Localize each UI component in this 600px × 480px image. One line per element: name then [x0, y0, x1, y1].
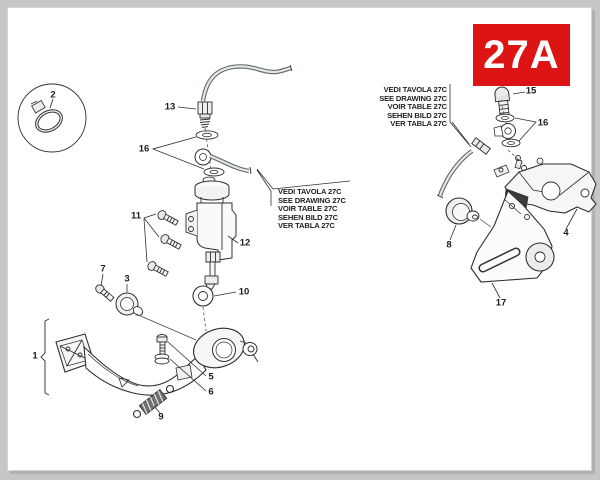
callout-washers-left: 16: [138, 143, 150, 155]
adjuster-bolt-and-nut: [154, 334, 170, 365]
brake-pedal: [40, 318, 259, 396]
note-line: SEE DRAWING 27C: [278, 195, 346, 205]
grommet-leader-line: [135, 313, 197, 341]
callout-mounting-bolts: 11: [130, 210, 142, 222]
leader-lines: [100, 84, 578, 414]
callout-master-cylinder: 12: [239, 237, 251, 249]
callout-caliper: 4: [563, 227, 569, 239]
see-drawing-note-right: VEDI TAVOLA 27C SEE DRAWING 27C VOIR TAB…: [367, 85, 448, 129]
sealing-washers-left: [195, 130, 225, 177]
brake-hose-top: [200, 64, 293, 102]
note-line: VER TABLA 27C: [390, 119, 447, 129]
note-line: VOIR TABLE 27C: [278, 204, 338, 214]
callout-pedal-assembly: 1: [32, 350, 38, 362]
clevis-to-pedal-centerline: [202, 306, 207, 332]
callout-return-spring: 9: [158, 411, 164, 423]
callout-grommet: 3: [124, 273, 130, 285]
callout-buffer: 8: [446, 239, 452, 251]
drawing-number-badge: 27A: [473, 24, 570, 86]
banjo-bolt: [494, 86, 511, 118]
callout-adjuster-nut: 6: [208, 386, 214, 398]
callout-hose-fitting: 13: [164, 101, 176, 113]
banjo-union: [194, 148, 252, 175]
pivot-bolt: [95, 284, 115, 302]
note-line: SEHEN BILD 27C: [387, 110, 447, 120]
note-line: VEDI TAVOLA 27C: [383, 85, 448, 94]
caliper-bracket: [470, 190, 555, 283]
note-line: VEDI TAVOLA 27C: [278, 187, 342, 196]
note-line: SEHEN BILD 27C: [278, 212, 338, 222]
master-cylinder: [185, 176, 237, 285]
callout-banjo-bolt: 15: [525, 85, 537, 97]
callout-clevis: 10: [238, 286, 250, 298]
note-line: SEE DRAWING 27C: [379, 93, 447, 103]
callout-bracket: 17: [495, 297, 507, 309]
sealing-washers-right: [495, 113, 521, 148]
group-bracket: [40, 318, 50, 396]
mounting-bolts: [147, 210, 182, 277]
callout-adjuster-bolt: 5: [208, 371, 214, 383]
hose-fitting: [197, 101, 213, 128]
hose-clamp-detail-circle: [17, 83, 87, 153]
clevis-rod-end: [192, 283, 216, 307]
see-drawing-note-left: VEDI TAVOLA 27C SEE DRAWING 27C VOIR TAB…: [278, 187, 346, 231]
note-line: VOIR TABLE 27C: [387, 102, 448, 112]
buffer-pad: [445, 197, 492, 228]
callout-washers-right: 16: [537, 117, 549, 129]
rubber-grommet: [115, 292, 144, 316]
caliper-hose: [436, 123, 516, 199]
callout-hose-clamp: 2: [50, 89, 56, 101]
callout-pivot-bolt: 7: [100, 263, 106, 275]
return-spring: [132, 384, 175, 419]
note-line: VER TABLA 27C: [278, 221, 335, 231]
